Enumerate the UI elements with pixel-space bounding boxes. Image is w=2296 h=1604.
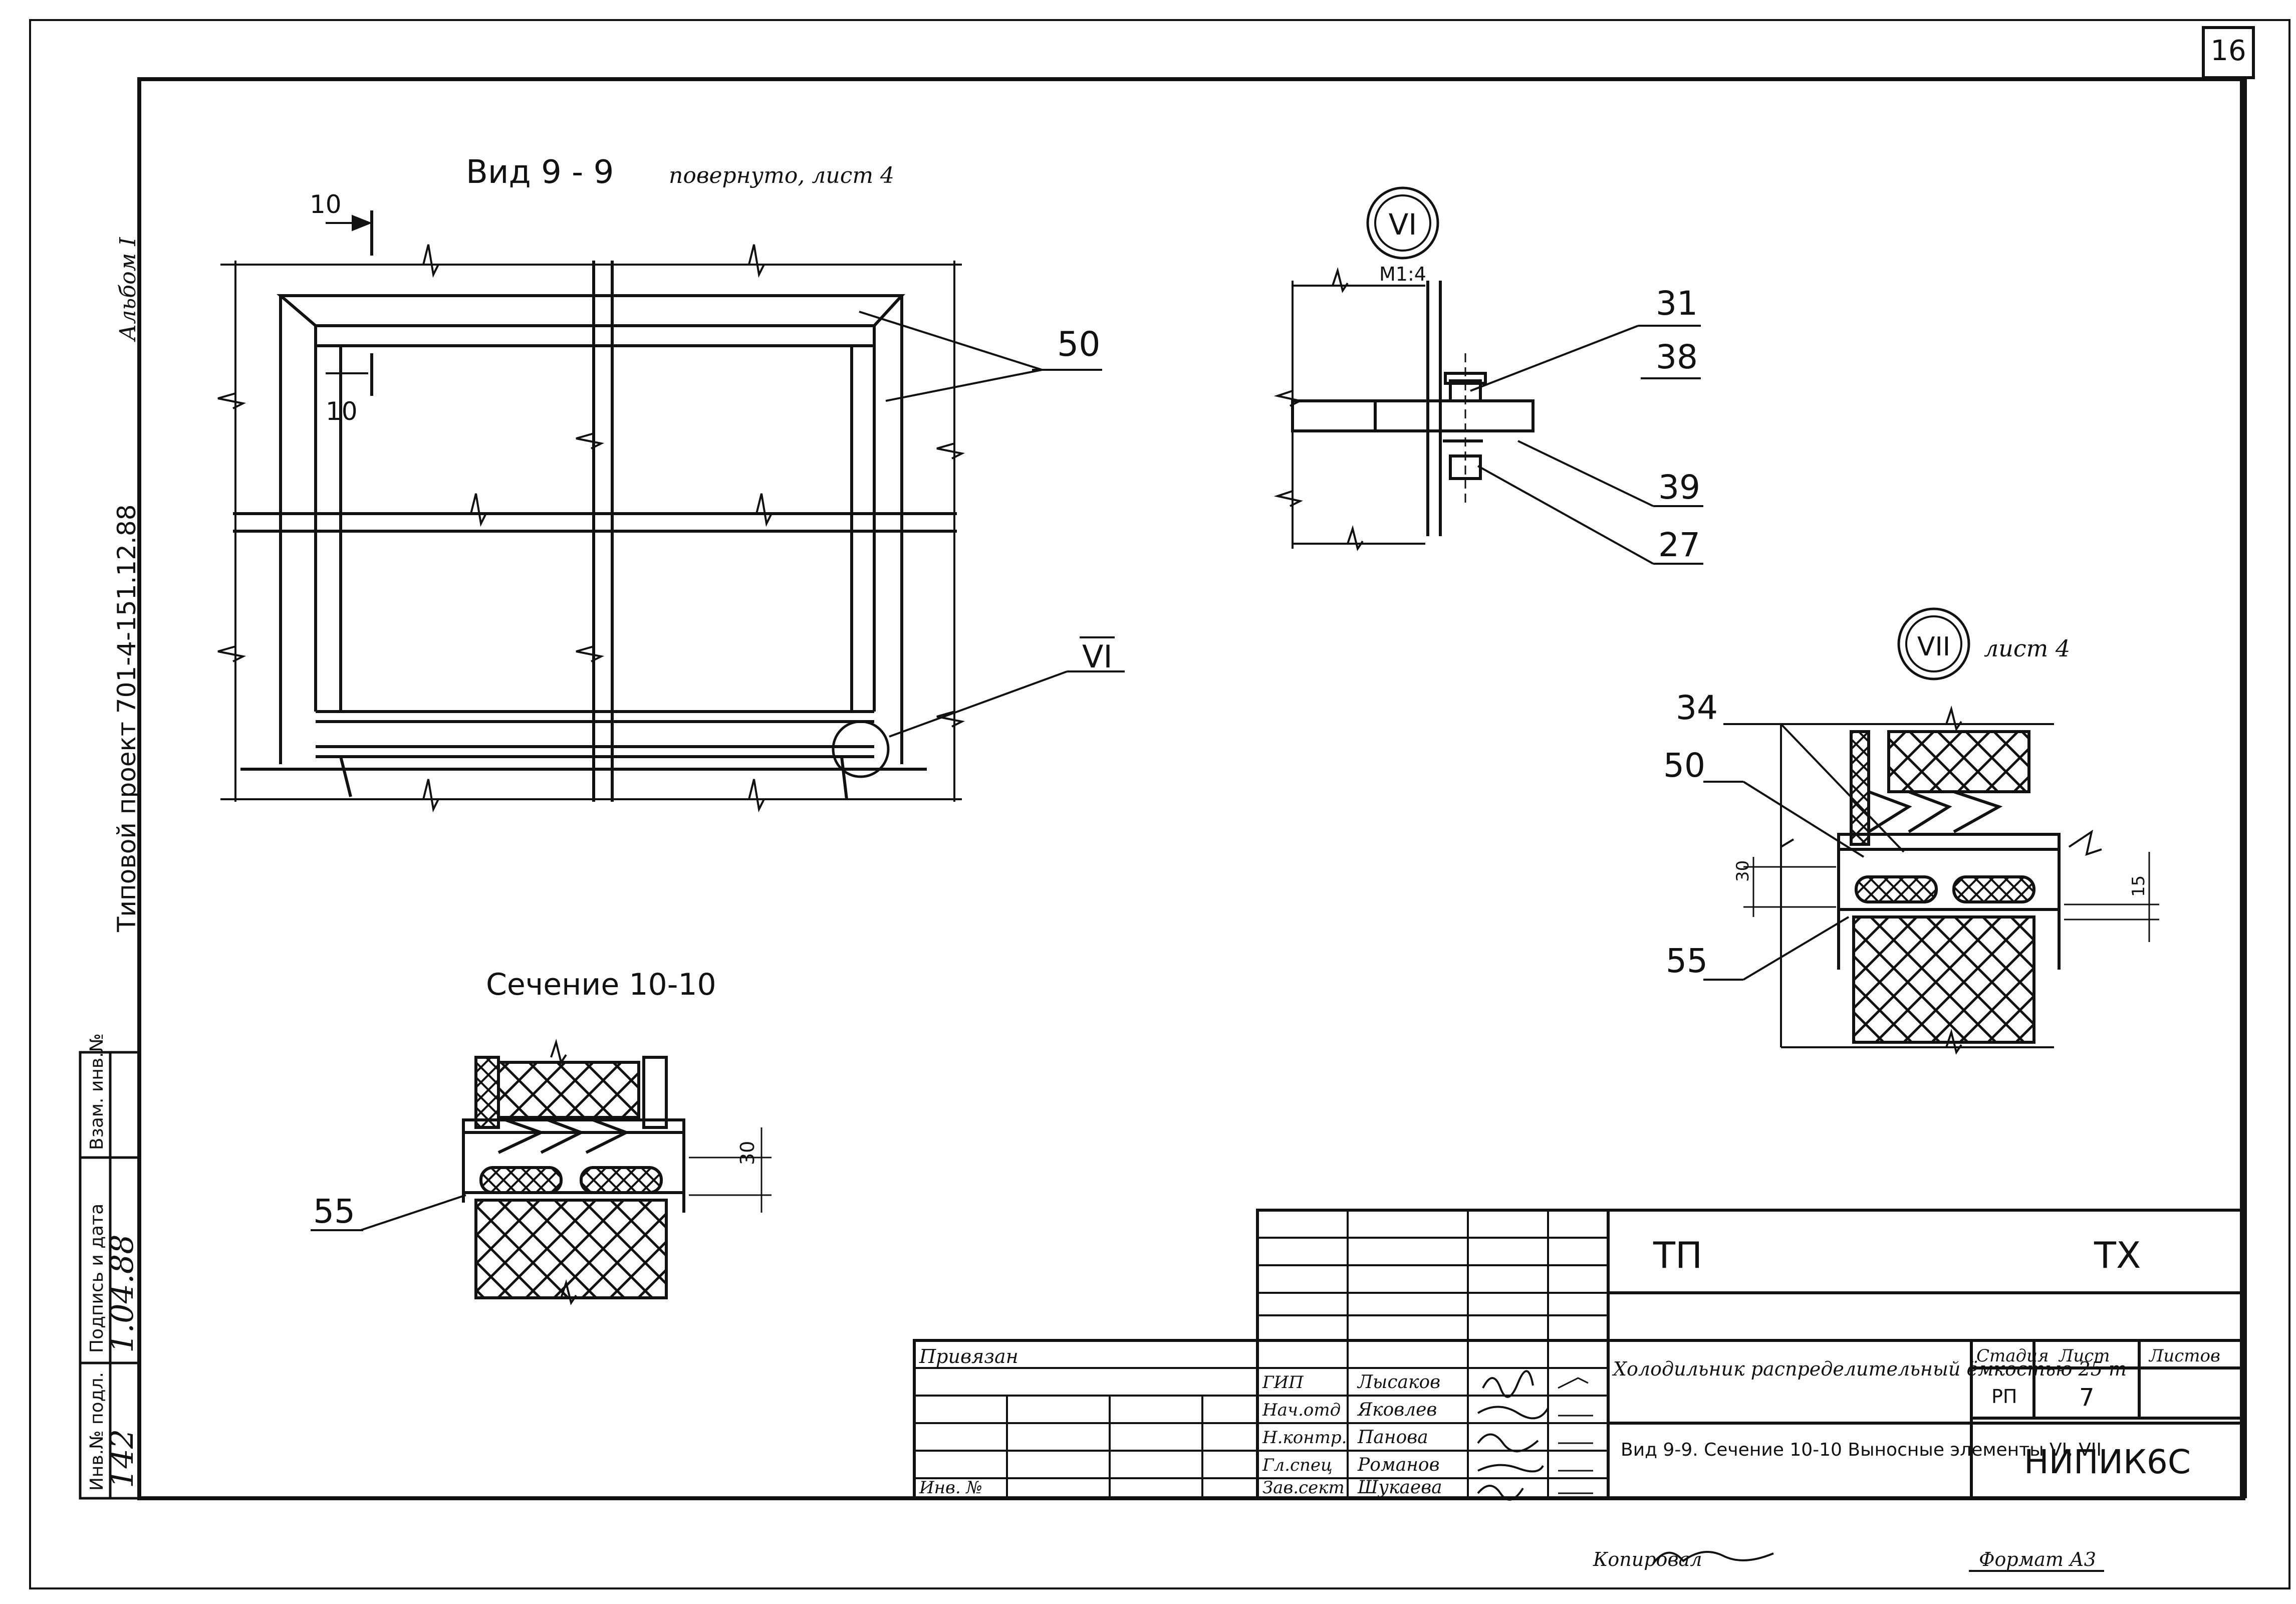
value-stage: РП: [1991, 1386, 2017, 1408]
detail-vi-badge-outer: [1366, 186, 1439, 260]
title-code-right: ТХ: [2094, 1234, 2141, 1276]
view-9-9-drawing: [220, 261, 962, 802]
detail-vi-id: VI: [1389, 207, 1417, 242]
title-block-frame: [913, 1209, 2245, 1500]
margin-project: Типовой проект 701-4-151.12.88: [112, 504, 141, 933]
section-10-10-drawing: [311, 1038, 772, 1305]
organization: НИПИК6С: [2024, 1443, 2191, 1481]
sheet-frame: [29, 19, 2290, 1589]
margin-album: Альбом I: [115, 237, 141, 342]
header-sheet: Лист: [2058, 1346, 2110, 1366]
section-10-10-title: Сечение 10-10: [486, 967, 716, 1002]
detail-vii-note: лист 4: [1984, 635, 2070, 662]
format-label: Формат А3: [1979, 1548, 2096, 1570]
detail-vi-badge-inner: [1374, 194, 1431, 252]
detail-vii-callout-50: 50: [1663, 746, 1705, 785]
detail-vi-ref: VI: [1082, 638, 1113, 675]
signatures: [1477, 1370, 1774, 1564]
role-gip: ГИП: [1262, 1372, 1304, 1393]
section-dim-30: 30: [736, 1141, 758, 1165]
stamp-label-inv: Инв.№ подл.: [87, 1372, 107, 1491]
section-mark-10: [326, 210, 373, 396]
name-yakovlev: Яковлев: [1357, 1400, 1437, 1420]
role-nach-otd: Нач.отд: [1262, 1400, 1341, 1420]
name-shukaeva: Шукаева: [1357, 1477, 1442, 1498]
header-sheets: Листов: [2148, 1346, 2220, 1366]
callout-55-section: 55: [313, 1192, 355, 1231]
object-title: Холодильник распределительный ёмкостью 2…: [1612, 1358, 2127, 1380]
stamp-label-sign: Подпись и дата: [87, 1204, 107, 1353]
detail-vii-id: VII: [1917, 632, 1950, 662]
detail-vi-callout-31: 31: [1656, 284, 1698, 323]
section-mark-top-label: 10: [310, 190, 342, 219]
page-number: 16: [2210, 35, 2246, 67]
sheet-title: Вид 9-9. Сечение 10-10 Выносные элементы…: [1621, 1440, 2102, 1460]
detail-vii-dim-30: 30: [1733, 860, 1753, 882]
role-n-kontr: Н.контр.: [1262, 1428, 1347, 1448]
view-9-9-title: Вид 9 - 9: [466, 154, 614, 191]
margin-stamp: [79, 1051, 141, 1500]
section-mark-bottom-label: 10: [326, 397, 358, 426]
detail-vii-callout-55: 55: [1666, 942, 1708, 980]
role-gl-spec: Гл.спец: [1262, 1455, 1333, 1475]
title-code-left: ТП: [1653, 1234, 1702, 1276]
stamp-inv-number: 142: [104, 1429, 140, 1488]
callout-50-view: 50: [1057, 325, 1101, 364]
header-stage: Стадия: [1976, 1346, 2049, 1366]
break-marks: [217, 244, 965, 813]
detail-vii-badge-outer: [1897, 607, 1970, 680]
stamp-sign-date: 1.04.88: [104, 1234, 140, 1353]
detail-vii-drawing: [1743, 705, 2159, 1055]
detail-vii-badge-inner: [1905, 615, 1962, 672]
detail-vii-leaders: [1703, 723, 1905, 981]
detail-vi-callout-27: 27: [1658, 526, 1700, 564]
value-sheet: 7: [2079, 1384, 2095, 1412]
inv-label: Инв. №: [919, 1478, 982, 1498]
view-9-9-note: повернуто, лист 4: [669, 163, 894, 188]
detail-vi-drawing: [1273, 267, 1535, 551]
detail-vii-callout-34: 34: [1676, 689, 1718, 727]
leader-detail-vi: [889, 636, 1125, 738]
privyazan-label: Привязан: [919, 1345, 1018, 1367]
leader-50: [859, 311, 1102, 402]
detail-vii-dim-15: 15: [2129, 875, 2149, 897]
detail-vi-scale: М1:4: [1379, 263, 1426, 285]
name-romanov: Романов: [1357, 1455, 1440, 1475]
detail-vi-callout-38: 38: [1656, 338, 1698, 376]
name-lysakov: Лысаков: [1357, 1372, 1440, 1393]
name-panova: Панова: [1357, 1427, 1428, 1448]
stamp-label-replace: Взам. инв.№: [87, 1033, 107, 1150]
detail-vi-leaders: [1470, 325, 1703, 565]
role-zav-sekt: Зав.сект: [1262, 1478, 1345, 1498]
copied-by-label: Копировал: [1593, 1548, 1702, 1570]
detail-vi-callout-39: 39: [1658, 468, 1700, 507]
